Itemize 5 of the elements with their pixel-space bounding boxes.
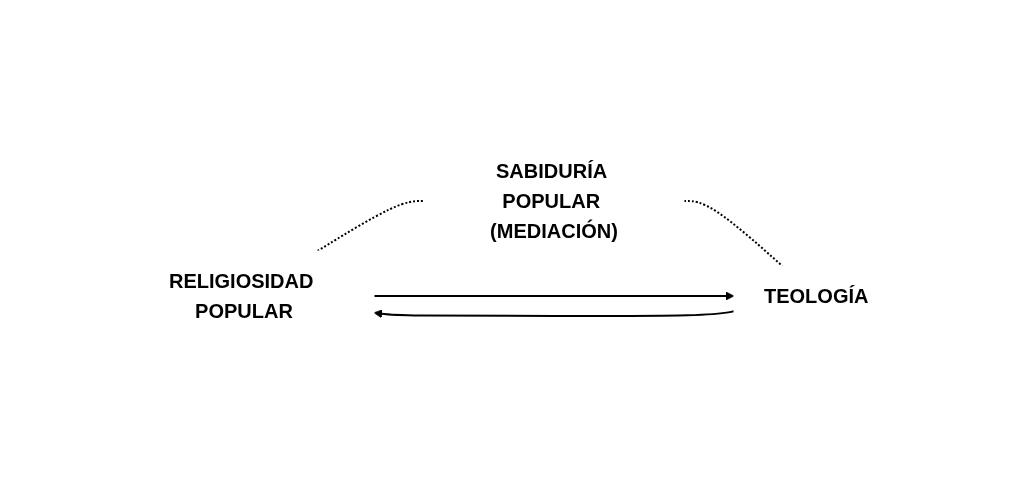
arrow: [373, 291, 735, 300]
node-text: SABIDURÍA POPULAR (MEDIACIÓN): [490, 159, 619, 242]
node-text: TEOLOGÍA: [764, 284, 869, 307]
arrow: [373, 308, 736, 318]
node-text: RELIGIOSIDAD POPULAR: [169, 269, 314, 322]
